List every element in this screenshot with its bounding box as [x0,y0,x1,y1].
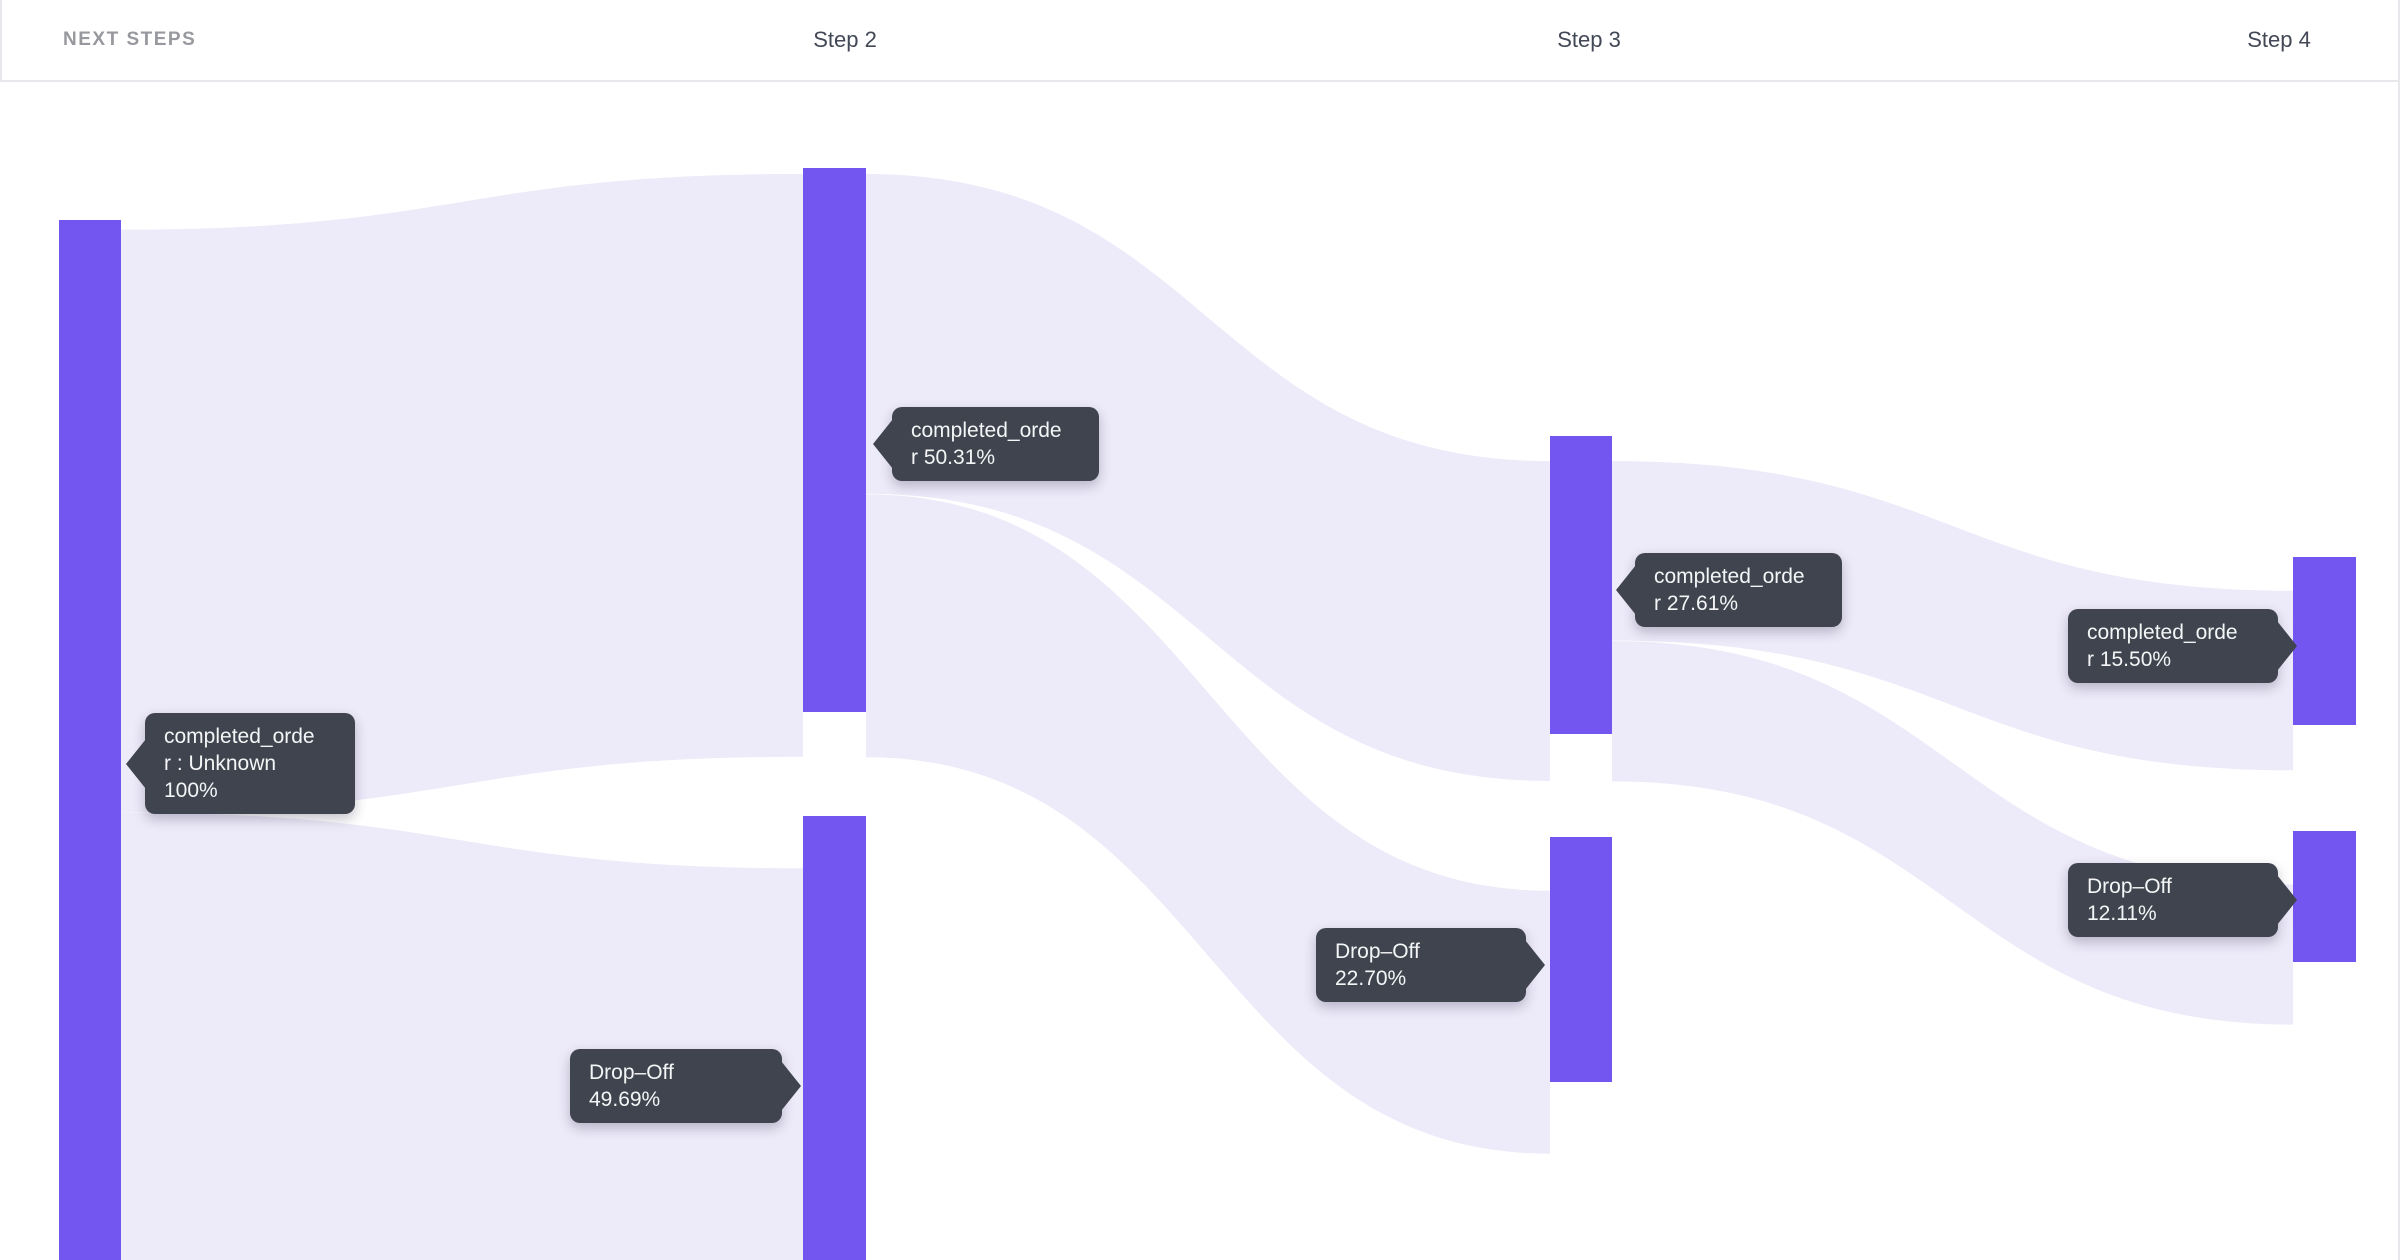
tooltip-label: completed_orde r 27.61% [1654,565,1805,615]
tooltip-label: completed_orde r : Unknown 100% [164,725,315,802]
step-4-column-label: Step 4 [2247,27,2311,52]
tooltip-arrow [1616,565,1636,615]
panel-header: NEXT STEPS Step 2 Step 3 Step 4 [0,0,2398,82]
tooltip-s2b: Drop–Off 49.69% [570,1049,801,1123]
sankey-flow-s2a-s3a[interactable] [866,174,1550,781]
tooltip-arrow [126,738,146,789]
tooltip-s4b: Drop–Off 12.11% [2068,863,2297,937]
tooltip-label: completed_orde r 15.50% [2087,621,2238,671]
sankey-node-s2a[interactable] [803,168,866,712]
sankey-node-s3b[interactable] [1550,837,1612,1083]
tooltip-label: Drop–Off 22.70% [1335,940,1420,990]
sankey-node-s3a[interactable] [1550,436,1612,735]
tooltip-s1: completed_orde r : Unknown 100% [126,713,355,814]
tooltip-label: completed_orde r 50.31% [911,419,1062,469]
sankey-flow-s1-s2b[interactable] [121,812,803,1260]
sankey-node-s1[interactable] [59,220,121,1260]
sankey-chart: completed_orde r : Unknown 100% completed… [0,84,2398,1260]
tooltip-label: Drop–Off 12.11% [2087,875,2172,925]
step-3-column-label: Step 3 [1557,27,1621,52]
tooltip-arrow [873,419,893,469]
sankey-node-s4b[interactable] [2293,831,2356,962]
tooltip-arrow [781,1061,801,1111]
sankey-node-s4a[interactable] [2293,557,2356,725]
tooltip-s3b: Drop–Off 22.70% [1316,928,1545,1002]
sankey-flows-layer [121,174,2293,1260]
panel-title: NEXT STEPS [63,29,197,50]
tooltip-arrow [2277,621,2297,671]
sankey-flow-s1-s2a[interactable] [121,174,803,813]
tooltip-arrow [1525,940,1545,990]
tooltip-s2a: completed_orde r 50.31% [873,407,1099,481]
sankey-flow-s3a-s4a[interactable] [1612,461,2293,771]
tooltip-arrow [2277,875,2297,925]
tooltip-s4a: completed_orde r 15.50% [2068,609,2297,683]
tooltip-s3a: completed_orde r 27.61% [1616,553,1842,627]
tooltip-label: Drop–Off 49.69% [589,1061,674,1111]
sankey-node-s2b[interactable] [803,816,866,1260]
step-2-column-label: Step 2 [813,27,877,52]
